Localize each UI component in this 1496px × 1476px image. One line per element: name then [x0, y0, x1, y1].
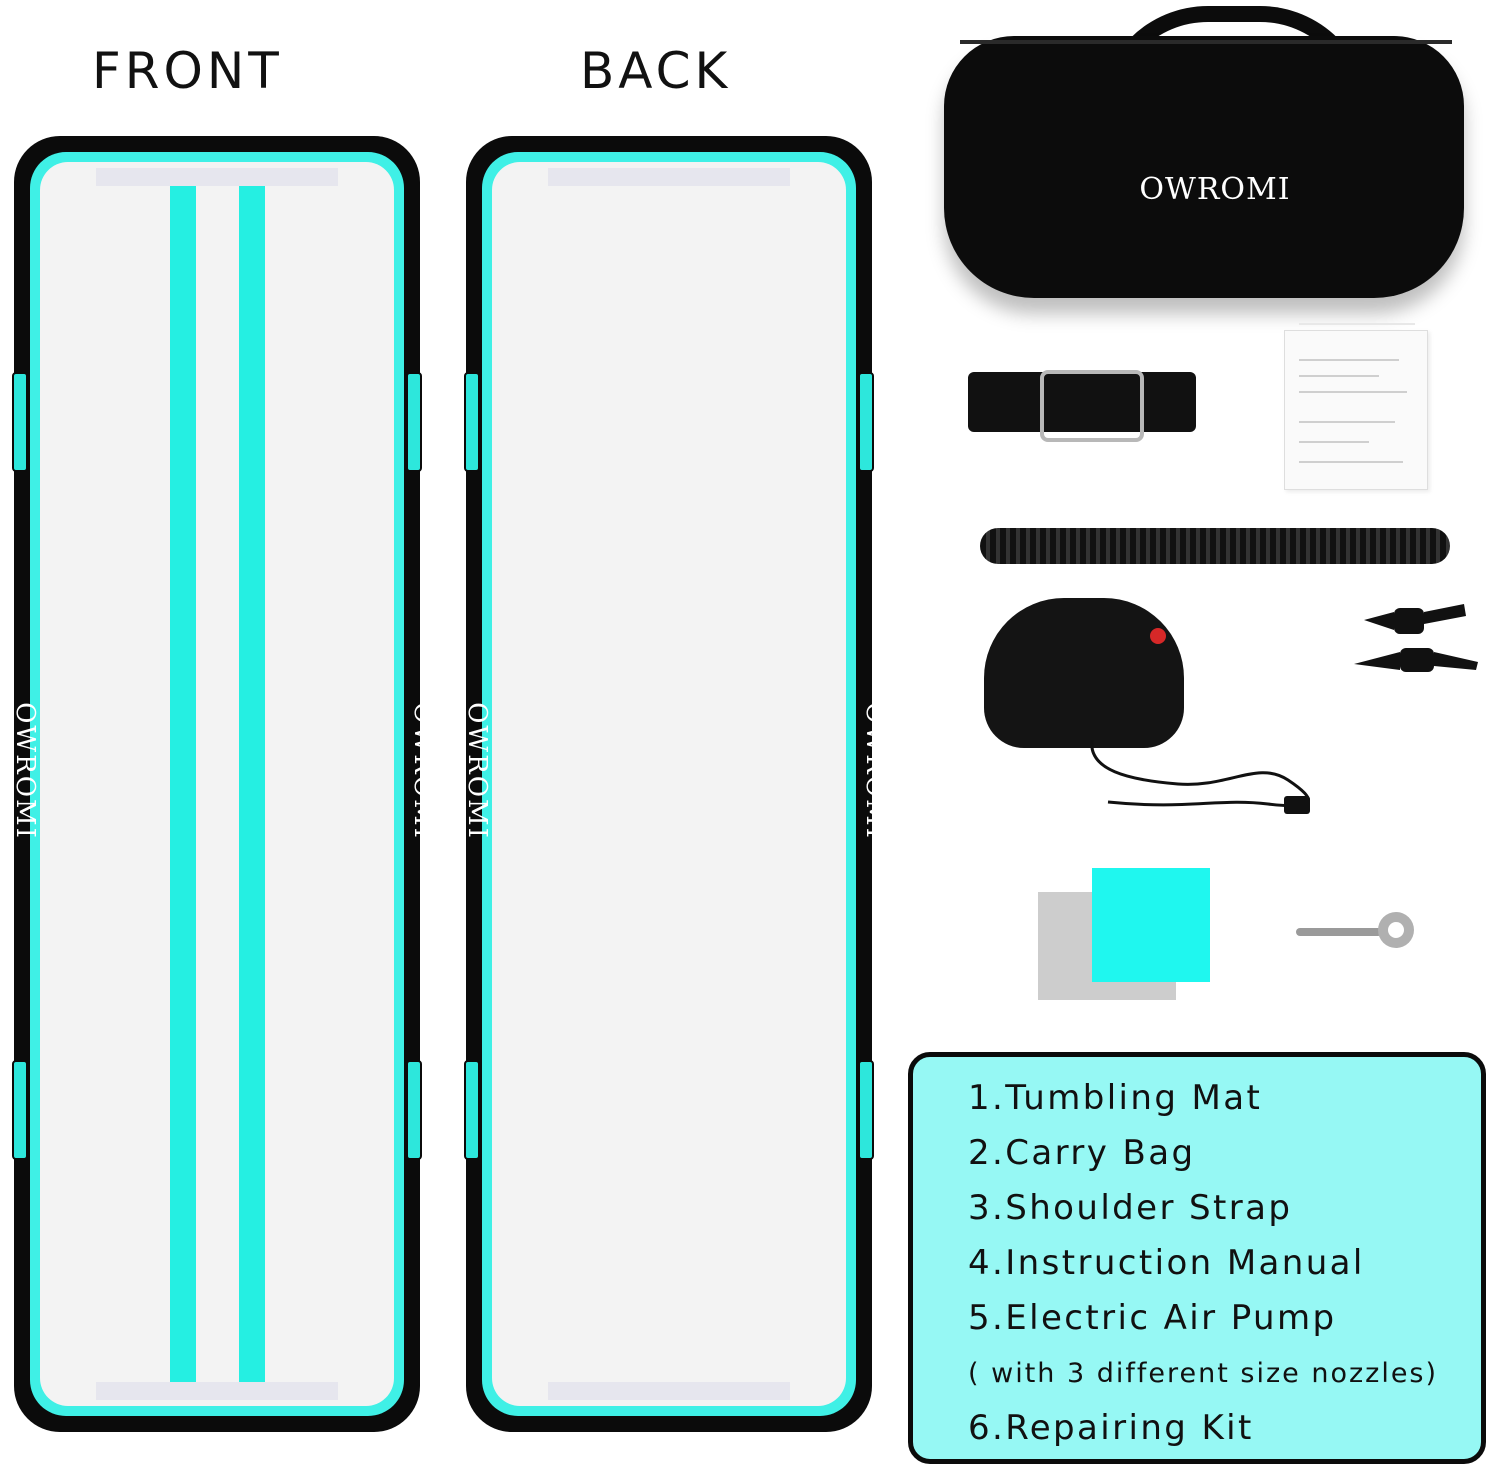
mat-stripe — [170, 186, 196, 1382]
instruction-manual — [1284, 323, 1428, 490]
contents-item: 2.Carry Bag — [968, 1133, 1196, 1173]
mat-side-logo: OWROMI — [461, 702, 492, 840]
manual-line — [1299, 375, 1379, 377]
mat-end-band — [96, 1382, 338, 1400]
electric-air-pump — [984, 598, 1184, 748]
back-mat: OWROMI OWROMI — [462, 136, 890, 1432]
mat-end-band — [96, 168, 338, 186]
mat-side-logo: OWROMI — [859, 702, 890, 840]
mat-side-logo: OWROMI — [407, 702, 438, 840]
contents-item: 4.Instruction Manual — [968, 1243, 1365, 1283]
mat-surface — [492, 162, 846, 1406]
contents-item: 5.Electric Air Pump — [968, 1298, 1337, 1338]
manual-line — [1299, 441, 1369, 443]
carry-bag — [944, 36, 1464, 298]
manual-line — [1299, 359, 1399, 361]
manual-line — [1299, 461, 1403, 463]
mat-handle — [406, 372, 422, 472]
repair-patch-cyan — [1092, 868, 1210, 982]
bag-logo: OWROMI — [1139, 172, 1291, 207]
back-heading: BACK — [580, 42, 732, 100]
pump-power-button-icon — [1150, 628, 1166, 644]
manual-line — [1299, 323, 1415, 325]
mat-stripe — [239, 186, 265, 1382]
pump-nozzles — [1354, 604, 1478, 672]
manual-line — [1299, 421, 1395, 423]
contents-item: 3.Shoulder Strap — [968, 1188, 1293, 1228]
mat-handle — [858, 1060, 874, 1160]
mat-handle — [464, 372, 480, 472]
manual-line — [1299, 391, 1407, 393]
mat-end-band — [548, 168, 790, 186]
mat-end-band — [548, 1382, 790, 1400]
front-mat: OWROMI OWROMI — [10, 136, 438, 1432]
mat-handle — [12, 372, 28, 472]
mat-handle — [406, 1060, 422, 1160]
shoulder-strap — [968, 372, 1196, 432]
mat-surface — [40, 162, 394, 1406]
mat-handle — [464, 1060, 480, 1160]
power-cord — [1090, 740, 1310, 814]
contents-panel — [908, 1052, 1486, 1464]
air-hose — [980, 528, 1450, 564]
front-heading: FRONT — [92, 42, 283, 100]
strap-buckle — [1040, 370, 1144, 442]
mat-handle — [858, 372, 874, 472]
contents-item-note: ( with 3 different size nozzles) — [968, 1358, 1439, 1389]
mat-side-logo: OWROMI — [9, 702, 40, 840]
valve-wrench-icon — [1296, 912, 1414, 948]
mat-handle — [12, 1060, 28, 1160]
bag-zipper — [960, 40, 1452, 44]
contents-item: 1.Tumbling Mat — [968, 1078, 1263, 1118]
contents-item: 6.Repairing Kit — [968, 1408, 1254, 1448]
